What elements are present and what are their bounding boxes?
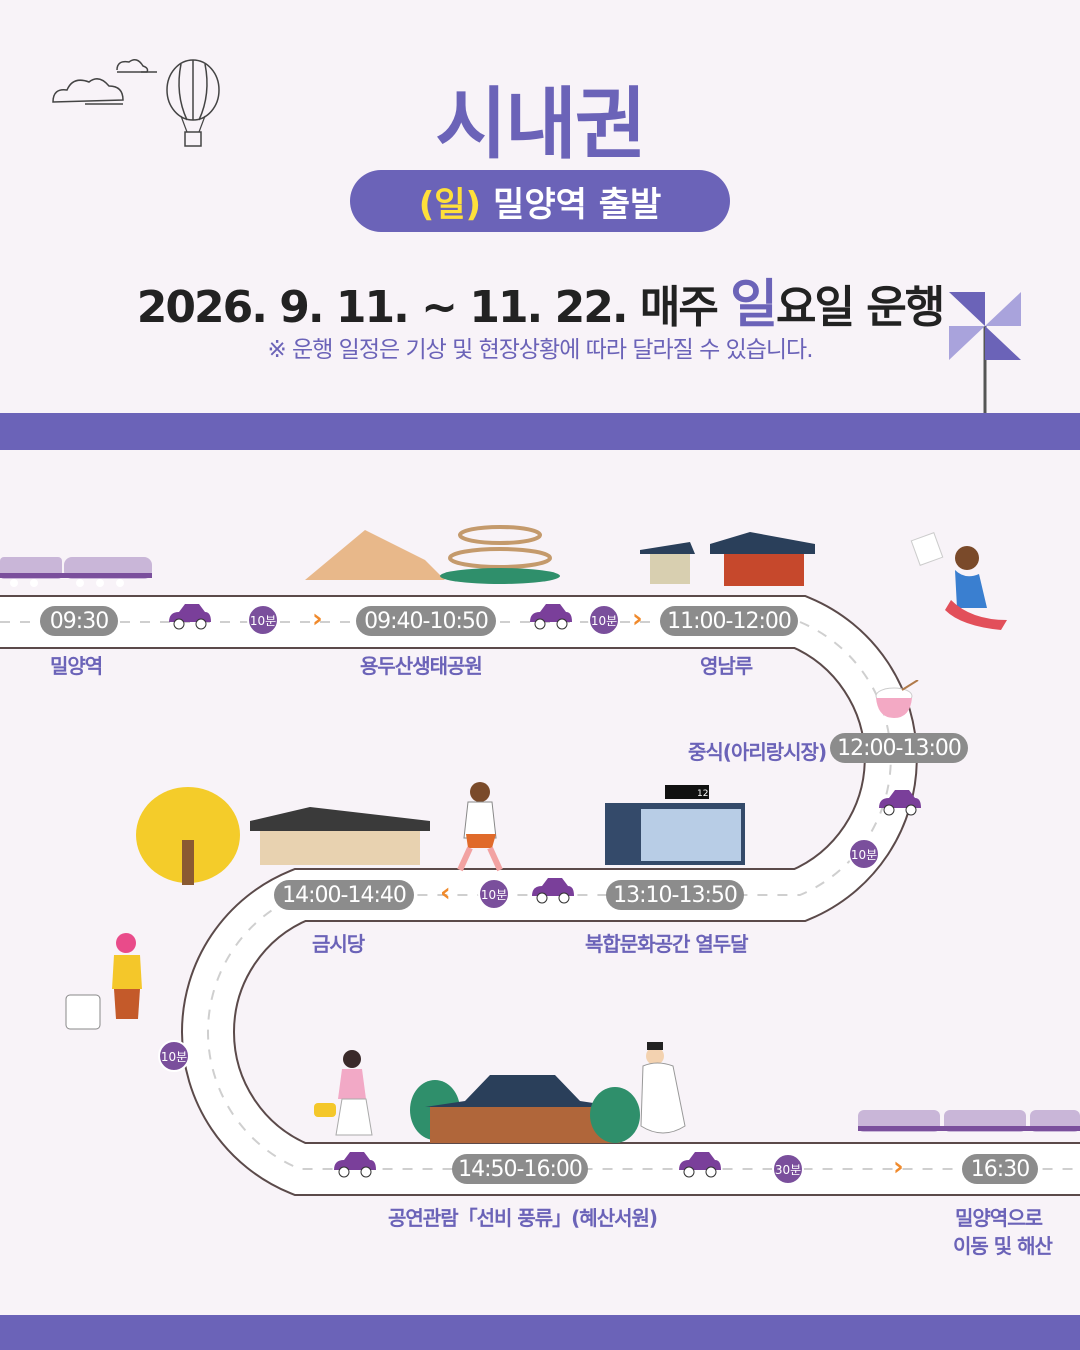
- chevron-right-icon: ›: [893, 1152, 904, 1182]
- train-left-illustration: [0, 557, 152, 587]
- building-sign: 12: [697, 789, 708, 799]
- dates-suffix: 요일 운행: [776, 282, 945, 333]
- train-right-illustration: [858, 1110, 1080, 1132]
- duration-badge: 10분: [848, 838, 880, 870]
- departure-badge: (일) 밀양역 출발: [350, 170, 730, 232]
- car-icon: [879, 790, 921, 816]
- car-icon: [530, 604, 572, 630]
- stop-time: 09:30: [40, 606, 118, 636]
- chevron-right-icon: ›: [632, 604, 643, 634]
- geumsidang-illustration: [136, 787, 430, 885]
- stop-label: 복합문화공간 열두달: [585, 932, 749, 956]
- duration-badge: 30분: [772, 1153, 804, 1185]
- chevron-left-icon: ‹: [440, 878, 451, 908]
- pinwheel-icon: [949, 292, 1021, 413]
- stop-time: 11:00-12:00: [660, 606, 798, 636]
- hyesan-seowon-illustration: [410, 1075, 640, 1143]
- dates-prefix: 2026. 9. 11. ~ 11. 22. 매주: [136, 282, 719, 333]
- stop-label: 밀양역: [50, 654, 103, 678]
- walking-person-illustration: [314, 1050, 373, 1136]
- stop-time: 16:30: [962, 1154, 1038, 1184]
- running-person-illustration: [910, 532, 1007, 630]
- stop-time: 12:00-13:00: [830, 733, 968, 763]
- duration-badge: 10분: [158, 1040, 190, 1072]
- schedule-dates: 2026. 9. 11. ~ 11. 22. 매주 일요일 운행: [0, 262, 1080, 337]
- duration-badge: 10분: [588, 604, 620, 636]
- car-icon: [169, 604, 211, 630]
- balloon-cloud-illustration: [52, 59, 220, 147]
- chevron-right-icon: ›: [312, 604, 323, 634]
- duration-badge: 10분: [247, 604, 279, 636]
- car-icon: [679, 1152, 721, 1178]
- duration-badge: 10분: [478, 878, 510, 910]
- schedule-note: ※ 운행 일정은 기상 및 현장상황에 따라 달라질 수 있습니다.: [267, 337, 813, 363]
- stop-label: 용두산생태공원: [360, 654, 483, 678]
- badge-text: 밀양역 출발: [493, 184, 662, 225]
- stop-label: 중식(아리랑시장): [688, 740, 827, 764]
- stop-label: 이동 및 해산: [953, 1234, 1053, 1258]
- stop-time: 14:50-16:00: [452, 1154, 588, 1184]
- stop-time: 14:00-14:40: [274, 880, 414, 910]
- stop-label: 밀양역으로: [955, 1206, 1043, 1230]
- cheering-person-illustration: [457, 782, 503, 872]
- stop-label: 영남루: [700, 654, 753, 678]
- yeoldudal-building-illustration: 12: [605, 785, 745, 865]
- stop-time: 13:10-13:50: [606, 880, 744, 910]
- stop-label: 금시당: [312, 932, 365, 956]
- seonbi-dancer-illustration: [640, 1042, 686, 1134]
- badge-day: (일): [418, 184, 482, 225]
- yongdusan-park-illustration: [305, 525, 560, 584]
- bottom-band: [0, 1315, 1080, 1350]
- car-icon: [532, 878, 574, 904]
- top-band: [0, 413, 1080, 450]
- dates-day: 일: [730, 275, 778, 335]
- yeongnamnu-illustration: [640, 532, 815, 586]
- traveler-illustration: [65, 933, 142, 1030]
- page-title: 시내권: [435, 80, 646, 170]
- rice-bowl-icon: [875, 680, 919, 718]
- car-icon: [334, 1152, 376, 1178]
- stop-label: 공연관람「선비 풍류」(혜산서원): [388, 1206, 658, 1230]
- stop-time: 09:40-10:50: [356, 606, 496, 636]
